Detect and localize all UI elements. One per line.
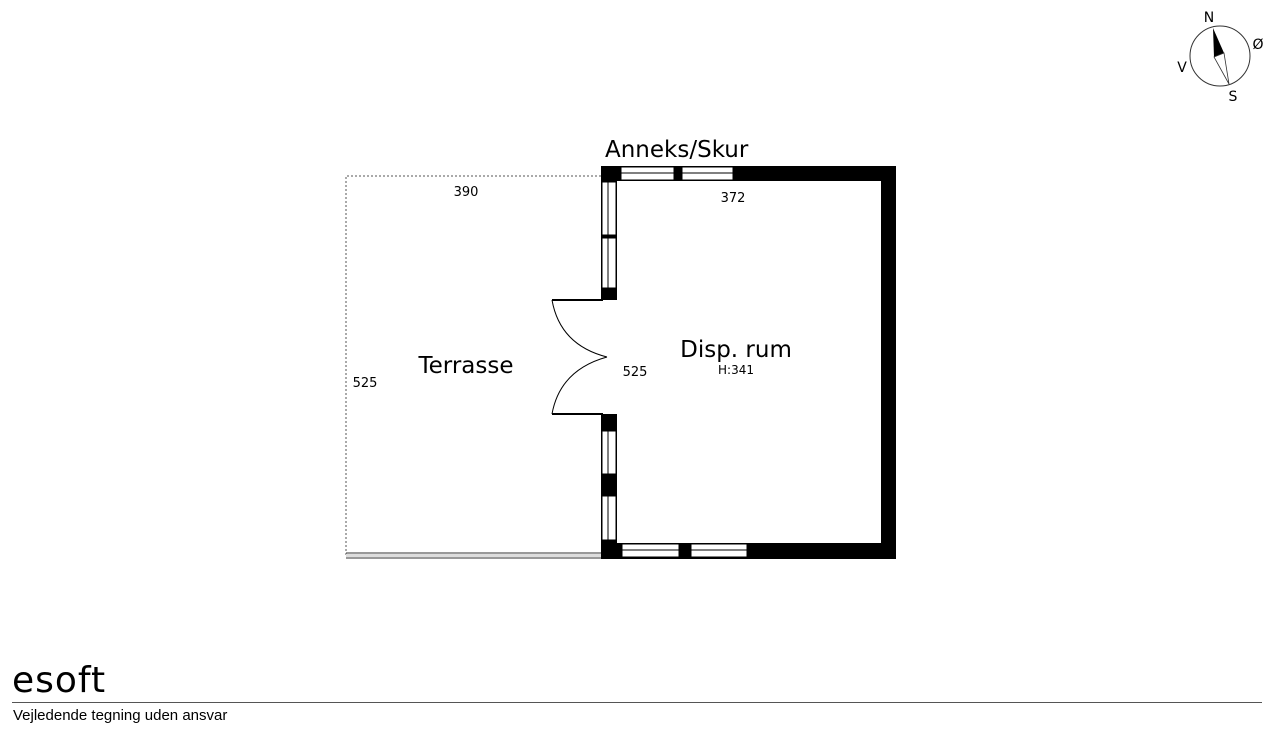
- double-door: [551, 299, 608, 415]
- window-bottom-1: [621, 543, 680, 558]
- room-depth: 525: [623, 365, 648, 380]
- footer-divider: [12, 702, 1262, 703]
- compass-w: V: [1177, 60, 1187, 76]
- compass-n: N: [1204, 10, 1214, 26]
- terrace-outline: [345, 175, 603, 559]
- compass-s: S: [1229, 89, 1238, 105]
- room-name: Disp. rum: [680, 337, 792, 363]
- room-height: H:341: [718, 363, 754, 377]
- window-top-1: [620, 166, 675, 181]
- terrace-depth: 525: [353, 376, 378, 391]
- window-bottom-2: [690, 543, 748, 558]
- compass-icon: N Ø S V: [1177, 10, 1263, 105]
- esoft-logo: esoft: [12, 660, 107, 701]
- terrace-name: Terrasse: [417, 353, 513, 379]
- building-label: Anneks/Skur: [605, 137, 749, 163]
- window-left-1: [601, 181, 617, 236]
- window-left-3: [601, 430, 617, 475]
- terrace-width: 390: [454, 185, 479, 200]
- window-left-2: [601, 237, 617, 289]
- windows: [601, 166, 748, 558]
- room-width: 372: [721, 191, 746, 206]
- disclaimer-text: Vejledende tegning uden ansvar: [13, 707, 228, 724]
- compass-e: Ø: [1252, 37, 1263, 53]
- window-top-2: [681, 166, 734, 181]
- window-left-4: [601, 495, 617, 541]
